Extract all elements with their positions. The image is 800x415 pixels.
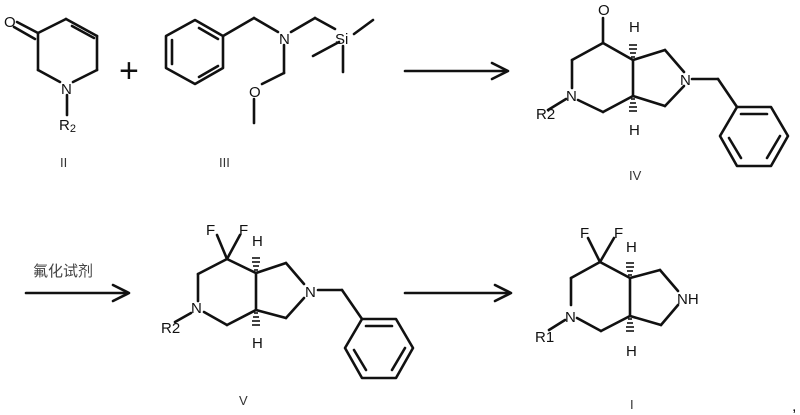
compound-label-i: I	[630, 397, 634, 412]
reaction-arrow-2	[24, 283, 131, 303]
fluorine-atom-2: F	[614, 225, 623, 242]
hydrogen-atom-top: H	[629, 19, 640, 36]
reaction-arrow-3	[403, 283, 513, 303]
compound-iv: O H H N N R2 IV	[536, 2, 790, 183]
compound-label-iv: IV	[629, 168, 642, 183]
oxygen-atom: O	[598, 2, 610, 19]
plus-sign: +	[119, 52, 139, 90]
nitrogen-atom: N	[61, 81, 72, 98]
compound-label-ii: II	[60, 155, 67, 170]
nitrogen-atom-pyrrolidine: N	[680, 72, 691, 89]
compound-ii: O N R2 II	[4, 14, 99, 170]
reaction-arrow-1	[403, 61, 510, 81]
compound-v: F F H H N N R2 V	[161, 222, 415, 408]
nitrogen-atom-piperidine: N	[191, 300, 202, 317]
fluorine-atom-2: F	[239, 222, 248, 239]
oxygen-atom: O	[249, 84, 261, 101]
fluorine-atom-1: F	[206, 222, 215, 239]
r2-group: R2	[536, 106, 555, 123]
oxygen-atom: O	[4, 14, 16, 31]
hydrogen-atom-bottom: H	[252, 335, 263, 352]
r1-group: R1	[535, 329, 554, 346]
compound-iii: N O Si III	[164, 16, 375, 170]
hydrogen-atom-top: H	[252, 233, 263, 250]
nitrogen-atom-pyrrolidine: N	[305, 284, 316, 301]
compound-label-iii: III	[219, 155, 230, 170]
hydrogen-atom-top: H	[626, 239, 637, 256]
r2-group: R2	[161, 320, 180, 337]
compound-i: F F H H NH N R1 I	[535, 225, 699, 412]
nitrogen-atom-piperidine: N	[566, 88, 577, 105]
silicon-atom: Si	[335, 31, 348, 48]
compound-label-v: V	[239, 393, 248, 408]
r2-group: R2	[59, 117, 76, 135]
hydrogen-atom-bottom: H	[629, 122, 640, 139]
fluorinating-reagent-label: 氟化试剂	[33, 262, 93, 280]
fluorine-atom-1: F	[580, 225, 589, 242]
nh-group: NH	[677, 291, 699, 308]
nitrogen-atom: N	[279, 31, 290, 48]
nitrogen-atom-piperidine: N	[565, 309, 576, 326]
trailing-comma: ,	[792, 398, 796, 415]
hydrogen-atom-bottom: H	[626, 343, 637, 360]
